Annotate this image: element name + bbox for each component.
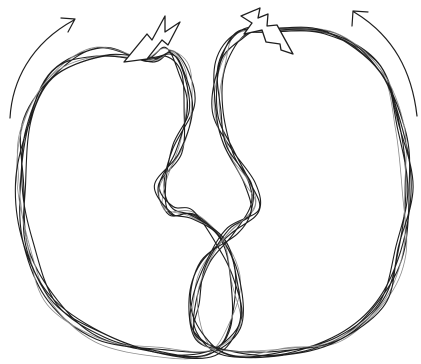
left-loop-pass-6 xyxy=(17,48,241,351)
right-loop-pass-6 xyxy=(197,28,406,352)
left-loop xyxy=(15,47,243,359)
left-loop-pass-7 xyxy=(15,54,241,359)
left-loop-pass-3 xyxy=(17,47,241,359)
right-loop xyxy=(189,27,413,358)
right-loop-pass-2 xyxy=(189,29,406,352)
left-loop-pass-2 xyxy=(20,47,236,352)
right-arrow-icon xyxy=(354,12,417,116)
right-arrow-head-icon xyxy=(352,11,368,26)
left-loop-pass-5 xyxy=(22,52,244,356)
